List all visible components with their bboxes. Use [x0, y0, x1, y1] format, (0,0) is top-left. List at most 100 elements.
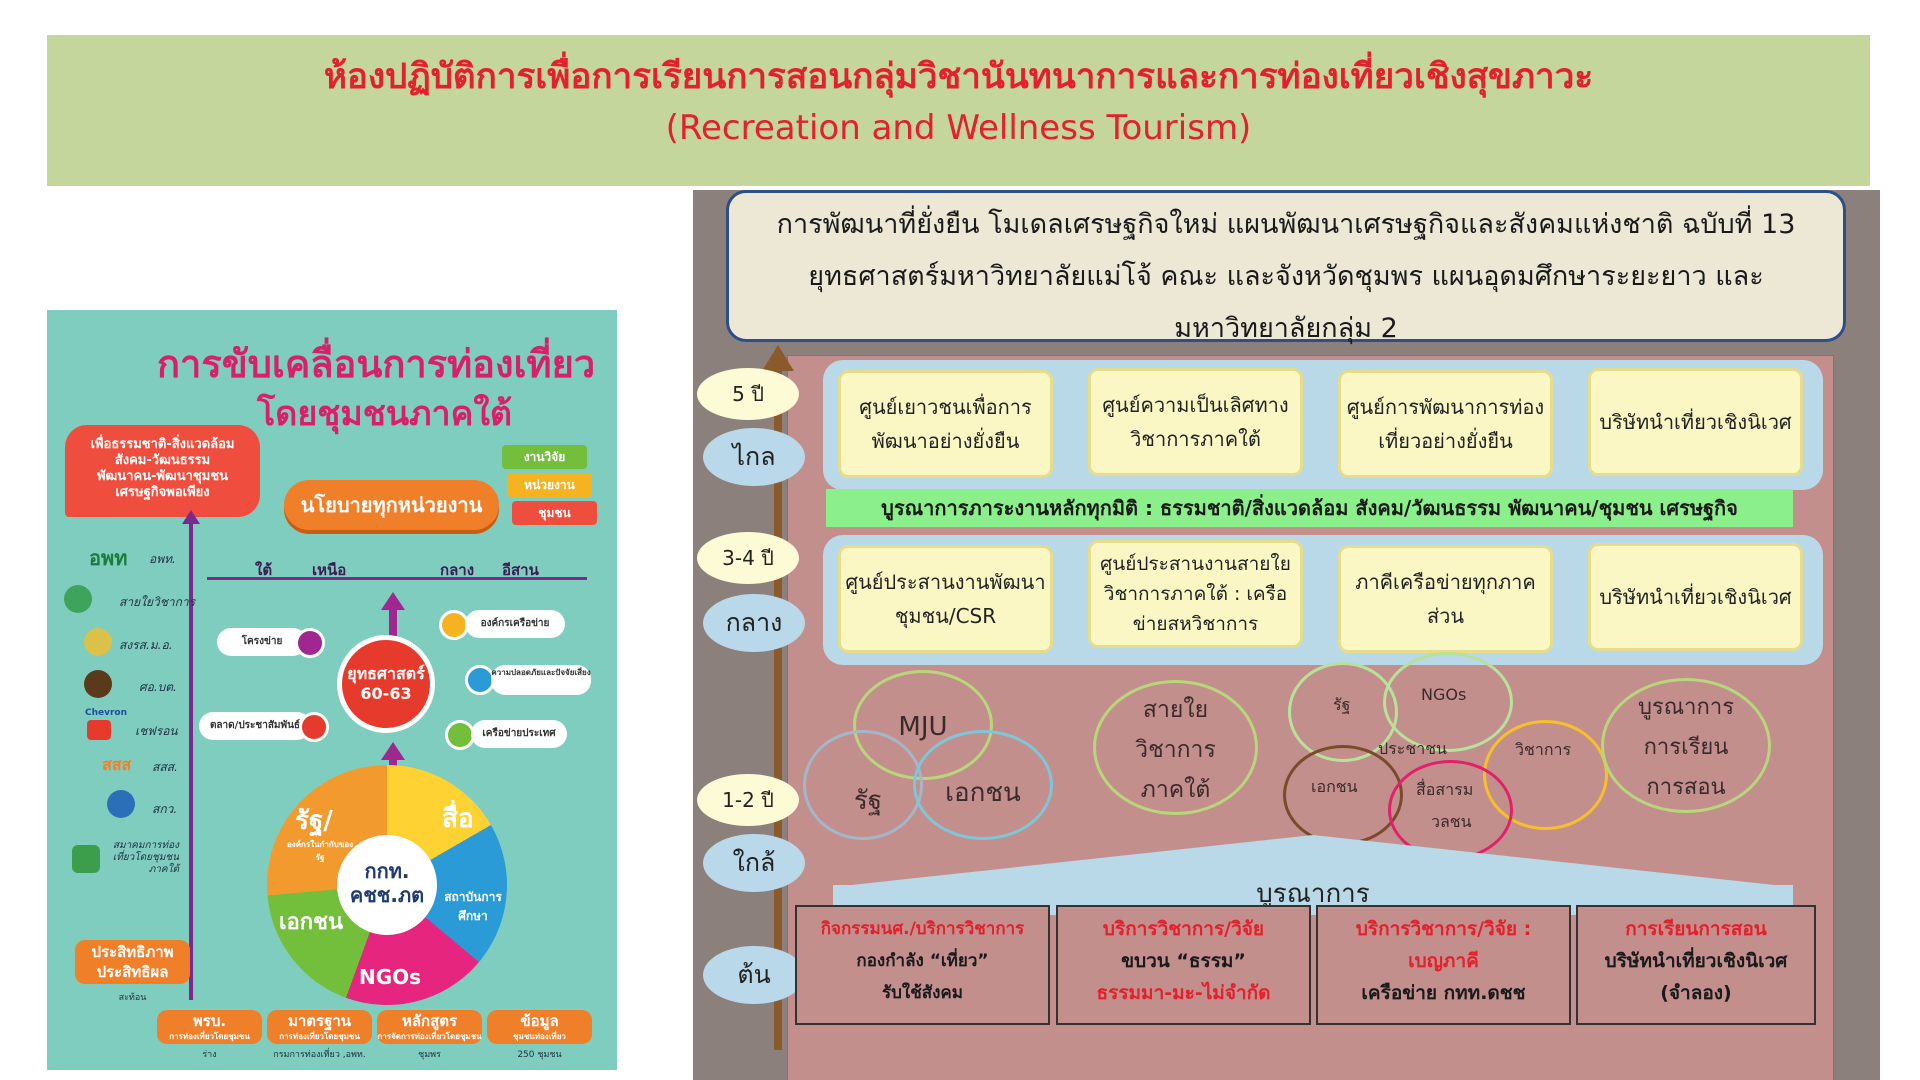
activity-box: บริการวิชาการ/วิจัย : เบญภาคี เครือข่าย …	[1316, 905, 1571, 1025]
output-pill: ข้อมูล ชุมชนท่องเที่ยว	[487, 1010, 592, 1044]
strategy-years: 60-63	[360, 684, 412, 703]
capability-dot	[299, 712, 329, 742]
activity-line: ธรรมมา-มะ-ไม่จำกัด	[1096, 982, 1271, 1004]
thaihealth-logo: สสส	[102, 755, 132, 774]
venn-label: เอกชน	[1311, 777, 1358, 796]
capability-country-network: เครือข่ายประเทศ	[471, 720, 567, 748]
output-pill: พรบ. การท่องเที่ยวโดยชุมชน	[157, 1010, 262, 1044]
venn-label: สายใย	[1142, 697, 1209, 723]
poster-community-tourism: การขับเคลื่อนการท่องเที่ยว โดยชุมชนภาคใต…	[47, 310, 617, 1070]
phase-far: ไกล	[703, 428, 805, 486]
wheel-center-line: กกท.	[364, 859, 410, 883]
region-label: กลาง	[440, 561, 475, 579]
up-arrow-icon	[381, 742, 405, 760]
activity-heading: บริการวิชาการ/วิจัย	[1102, 918, 1265, 940]
dasta-logo: อพท	[89, 546, 128, 570]
output-label: พรบ.	[192, 1012, 227, 1030]
activity-box: การเรียนการสอน บริษัทนำเที่ยวเชิงนิเวศ (…	[1576, 905, 1816, 1025]
venn-label: สื่อสารม	[1416, 780, 1474, 799]
year-label: 5 ปี	[697, 368, 799, 420]
integration-triangle	[833, 835, 1793, 887]
venn-ring	[1383, 652, 1513, 752]
capability-marketing: ตลาด/ประชาสัมพันธ์	[199, 712, 311, 740]
efficiency-pill: ประสิทธิภาพ ประสิทธิผล	[75, 940, 190, 984]
mid-card: ศูนย์ประสานงานพัฒนาชุมชน/CSR	[838, 545, 1053, 653]
sponsor-label: สงรส.ม.อ.	[119, 638, 173, 652]
output-note: ร่าง	[202, 1050, 217, 1060]
chevron-mark-icon	[87, 720, 111, 740]
activity-box: บริการวิชาการ/วิจัย ขบวน “ธรรม” ธรรมมา-ม…	[1056, 905, 1311, 1025]
output-note: 250 ชุมชน	[517, 1050, 562, 1060]
segment-state: รัฐ/	[295, 806, 333, 836]
venn-ring	[1093, 680, 1258, 815]
chevron-logo: Chevron	[85, 708, 128, 718]
activity-heading: บริการวิชาการ/วิจัย :	[1355, 918, 1532, 940]
page-subtitle: (Recreation and Wellness Tourism)	[665, 108, 1252, 148]
sponsor-label: สสส.	[152, 760, 178, 774]
output-label: มาตรฐาน	[287, 1012, 352, 1030]
capability-network: โครงข่าย	[217, 628, 307, 656]
venn-label: วลชน	[1431, 812, 1472, 831]
sponsor-label: สมาคมการท่องเที่ยวโดยชุมชนภาคใต้	[112, 840, 179, 875]
header-line: การพัฒนาที่ยั่งยืน โมเดลเศรษฐกิจใหม่ แผน…	[776, 209, 1796, 240]
goal-line: พัฒนาคน-พัฒนาชุมชน	[96, 469, 229, 484]
venn4-text: บูรณาการ การเรียน การสอน	[1601, 688, 1771, 808]
arrow-shaft	[389, 608, 397, 636]
activity-line: บริษัทนำเที่ยวเชิงนิเวศ	[1604, 950, 1788, 972]
capability-dot	[295, 628, 325, 658]
sponsor-label: อพท.	[149, 552, 176, 566]
output-label: หลักสูตร	[401, 1012, 458, 1030]
venn-label: ภาคใต้	[1140, 777, 1211, 803]
activity-line: (จำลอง)	[1660, 982, 1732, 1004]
activity-line: รับใช้สังคม	[881, 983, 963, 1003]
sponsor-label: เชฟรอน	[135, 724, 178, 738]
output-sub: การท่องเที่ยวโดยชุมชน	[169, 1032, 250, 1041]
wheel-center-line: คชช.ภต	[349, 883, 425, 907]
phase-start: ต้น	[703, 946, 805, 1004]
wheel-center: กกท. คชช.ภต	[337, 835, 437, 935]
venn-label: NGOs	[1421, 685, 1467, 704]
activity-heading: กิจกรรมนศ./บริการวิชาการ	[820, 919, 1025, 939]
sponsor-label: สายใยวิชาการ	[119, 595, 196, 609]
venn-label: ประชาชน	[1378, 739, 1447, 758]
activity-line: เบญภาคี	[1408, 950, 1479, 972]
venn-label: การสอน	[1646, 775, 1726, 800]
goal-line: เศรษฐกิจพอเพียง	[115, 485, 210, 500]
page-title: ห้องปฏิบัติการเพื่อการเรียนการสอนกลุ่มวิ…	[323, 57, 1594, 97]
region-axis	[207, 577, 587, 580]
venn-label: การเรียน	[1643, 735, 1729, 760]
trf-logo-icon	[107, 790, 135, 818]
output-sub: ชุมชนท่องเที่ยว	[513, 1032, 566, 1041]
year-label: 1-2 ปี	[697, 774, 799, 826]
sponsor-label: ศอ.บต.	[139, 680, 177, 694]
venn-label: วิชาการ	[1135, 737, 1216, 763]
integration-label: บูรณาการ	[1256, 879, 1370, 909]
efficiency-line: ประสิทธิผล	[96, 963, 169, 981]
activity-line: ขบวน “ธรรม”	[1121, 950, 1246, 972]
vertical-axis	[189, 520, 193, 1000]
sponsor-label: สกว.	[152, 802, 178, 816]
output-sub: การท่องเที่ยวโดยชุมชน	[279, 1032, 360, 1041]
efficiency-line: ประสิทธิภาพ	[91, 943, 174, 961]
goal-line: สังคม-วัฒนธรรม	[114, 453, 211, 468]
up-arrow-icon	[381, 592, 405, 610]
region-label: เหนือ	[312, 561, 347, 579]
venn-label: รัฐ	[1333, 695, 1351, 714]
goal-line: เพื่อธรรมชาติ-สิ่งแวดล้อม	[90, 437, 235, 452]
capability-safety: ความปลอดภัยและปัจจัยเสี่ยง	[491, 665, 591, 695]
mid-card: บริษัทนำเที่ยวเชิงนิเวศ	[1588, 543, 1803, 651]
segment-education: สถาบันการศึกษา	[444, 890, 502, 923]
activity-line: เครือข่าย กทท.ดชช	[1361, 982, 1526, 1004]
strategy-label: ยุทธศาสตร์	[347, 664, 425, 683]
venn-label: เอกชน	[945, 778, 1021, 808]
poster-title: การขับเคลื่อนการท่องเที่ยว	[157, 342, 596, 386]
far-card: ศูนย์การพัฒนาการท่องเที่ยวอย่างยั่งยืน	[1338, 370, 1553, 478]
policy-pill: นโยบายทุกหน่วยงาน	[284, 480, 499, 530]
venn-label: วิชาการ	[1515, 740, 1572, 759]
region-label: ใต้	[255, 561, 273, 579]
year-label: 3-4 ปี	[697, 532, 799, 584]
activity-line: กองกำลัง “เที่ยว”	[856, 951, 989, 971]
tag-research: งานวิจัย	[502, 445, 587, 469]
header-line: ยุทธศาสตร์มหาวิทยาลัยแม่โจ้ คณะ และจังหว…	[808, 261, 1764, 292]
poster-subtitle: โดยชุมชนภาคใต้	[257, 394, 512, 434]
